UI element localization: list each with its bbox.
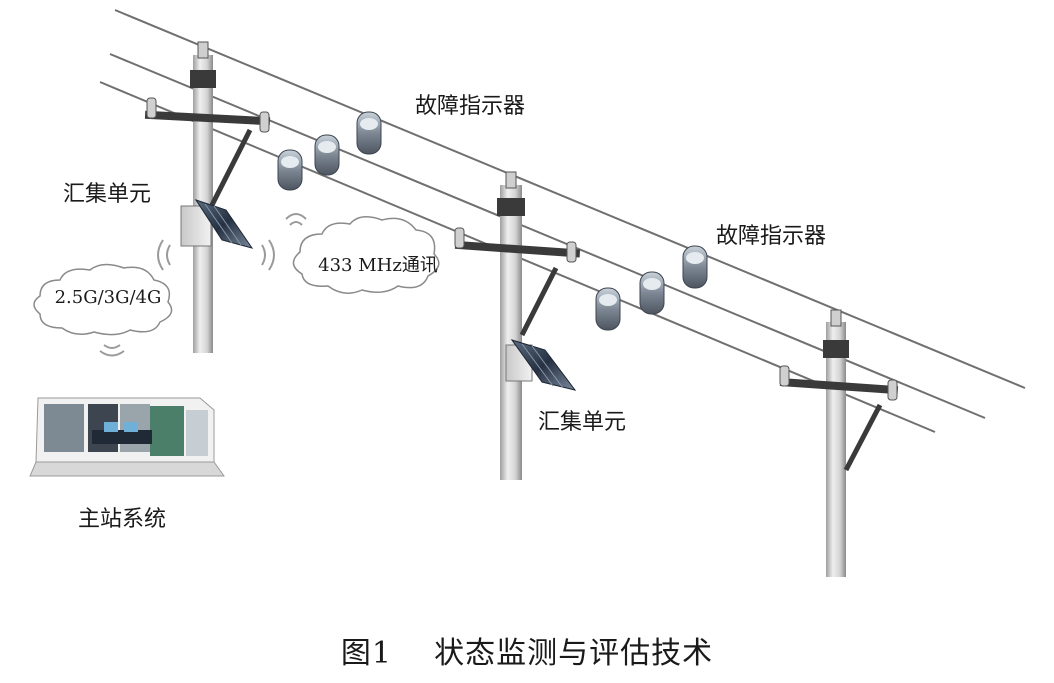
fault-indicator-device [595,287,621,331]
fault-indicators-group-1 [277,111,382,191]
figure-number: 图1 [340,636,392,671]
fault-indicator-device [682,245,708,289]
fault-indicator-device [277,149,303,191]
fault-indicator-device [356,111,382,155]
wire-top [114,9,1026,389]
aggregation-unit-1-device [180,199,254,249]
aggregation-unit-label-1: 汇集单元 [63,182,151,207]
power-wires [99,9,1026,433]
fault-indicator-label-2: 故障指示器 [716,224,826,249]
comm-433-bubble: 433 MHz通讯 [292,216,440,294]
master-station-label: 主站系统 [78,507,166,532]
comm-cellular-label: 2.5G/3G/4G [55,287,162,308]
fault-indicator-device [639,271,665,315]
aggregation-unit-label-2: 汇集单元 [538,410,626,435]
aggregation-unit-2-device [505,339,577,391]
comm-433-label: 433 MHz通讯 [318,255,438,276]
utility-pole-2 [454,171,581,480]
utility-pole-3 [779,309,899,577]
wireless-wave-icon [99,213,307,357]
figure-caption: 图1 状态监测与评估技术 [0,628,1054,672]
fault-indicator-label-1: 故障指示器 [415,94,525,119]
figure-title: 状态监测与评估技术 [434,636,714,671]
fault-indicator-device [314,134,340,176]
master-station-illustration [29,397,225,477]
comm-cellular-bubble: 2.5G/3G/4G [33,263,173,336]
fault-indicators-group-2 [595,245,708,331]
